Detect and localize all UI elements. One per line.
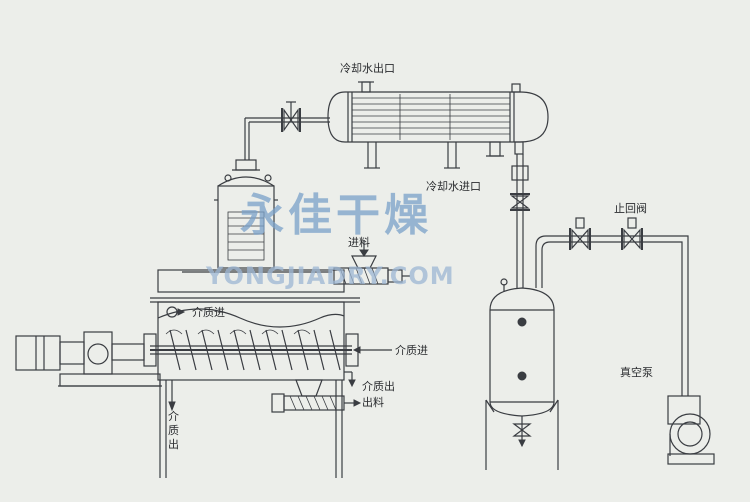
feed-screw — [333, 240, 410, 285]
dust-filter — [214, 159, 278, 269]
discharge-screw — [271, 393, 362, 413]
label-medium-out-bottom: 介质出 — [168, 410, 179, 451]
vacuum-pump — [667, 395, 715, 465]
vacuum-line — [510, 154, 530, 288]
watermark-en: YONGJIADRY.COM — [205, 262, 455, 290]
dryer-body — [143, 269, 360, 478]
condenser — [327, 81, 549, 169]
pump-line — [535, 217, 689, 396]
watermark-cn: 永佳干燥 — [240, 190, 432, 241]
vapor-line — [244, 101, 330, 160]
label-medium-out-right: 介质出 — [362, 379, 395, 393]
label-vacuum-pump: 真空泵 — [620, 365, 653, 379]
drive-unit — [15, 331, 162, 387]
label-cooling-water-out: 冷却水出口 — [340, 61, 395, 75]
label-medium-in-top: 介质进 — [192, 306, 225, 319]
label-check-valve: 止回阀 — [614, 201, 647, 215]
label-discharge: 出料 — [362, 395, 384, 409]
receiver-tank — [485, 278, 559, 470]
medium-arrows — [168, 308, 392, 412]
label-medium-in-right: 介质进 — [395, 344, 428, 357]
label-feed-in: 进料 — [348, 235, 370, 249]
label-cooling-water-in: 冷却水进口 — [426, 180, 481, 193]
